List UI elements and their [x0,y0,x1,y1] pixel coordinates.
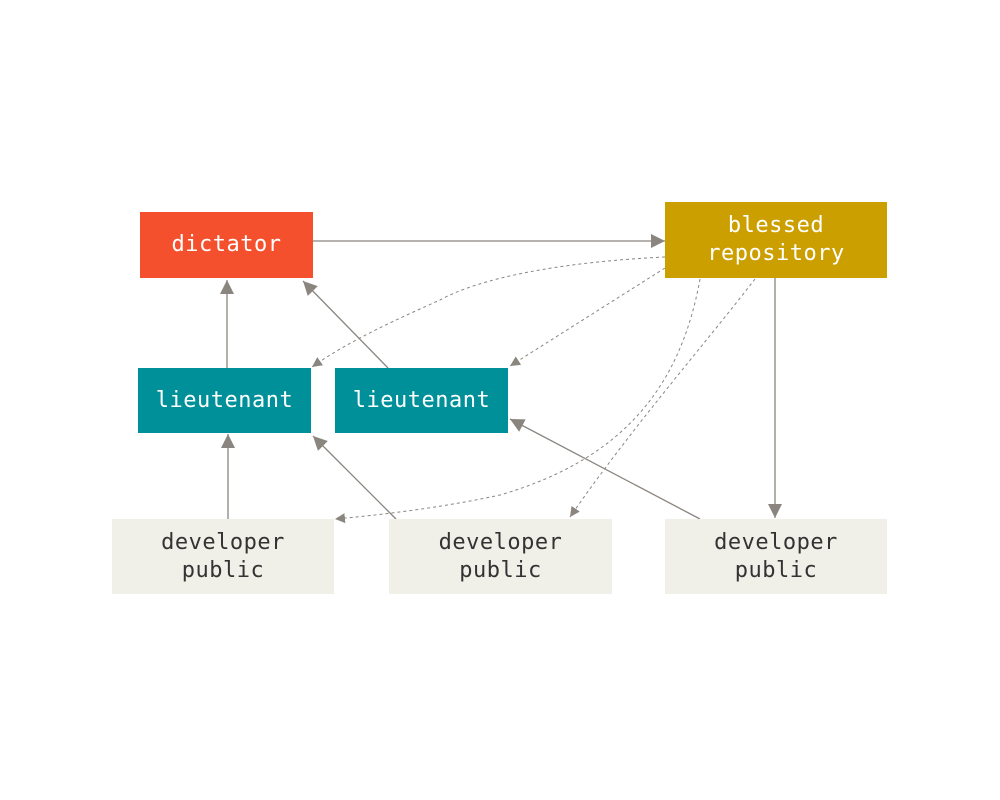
developer-2-label-line-1: developer [438,529,563,555]
lieutenant-1-label: lieutenant [155,387,294,413]
developer-1-label-line-2: public [181,557,265,583]
blessed-label-line-1: blessed [727,213,825,238]
lieutenant-node-2: lieutenant [335,368,508,433]
dictator-node: dictator [140,212,313,278]
developer-3-label-line-2: public [734,557,818,583]
dictator-label: dictator [171,232,282,257]
developer-2-label-line-2: public [459,557,542,583]
developer-public-node-3: developer public [665,519,887,594]
edge-lieutenant2-to-dictator [302,280,389,369]
developer-3-label-line-1: developer [714,529,838,555]
edge-developer2-to-lieutenant1 [312,435,397,520]
developer-public-node-2: developer public [389,519,612,594]
blessed-label-line-2: repository [707,241,845,266]
lieutenant-2-label: lieutenant [352,387,491,413]
edge-blessed-to-lieutenant1 [311,256,666,368]
edge-blessed-to-developer1 [334,278,701,524]
developer-1-label-line-1: developer [161,529,285,555]
blessed-repository-node: blessed repository [665,202,887,278]
lieutenant-node-1: lieutenant [138,368,311,433]
developer-public-node-1: developer public [112,519,334,594]
edge-blessed-to-developer2 [569,278,756,518]
edge-blessed-to-lieutenant2 [509,267,666,367]
